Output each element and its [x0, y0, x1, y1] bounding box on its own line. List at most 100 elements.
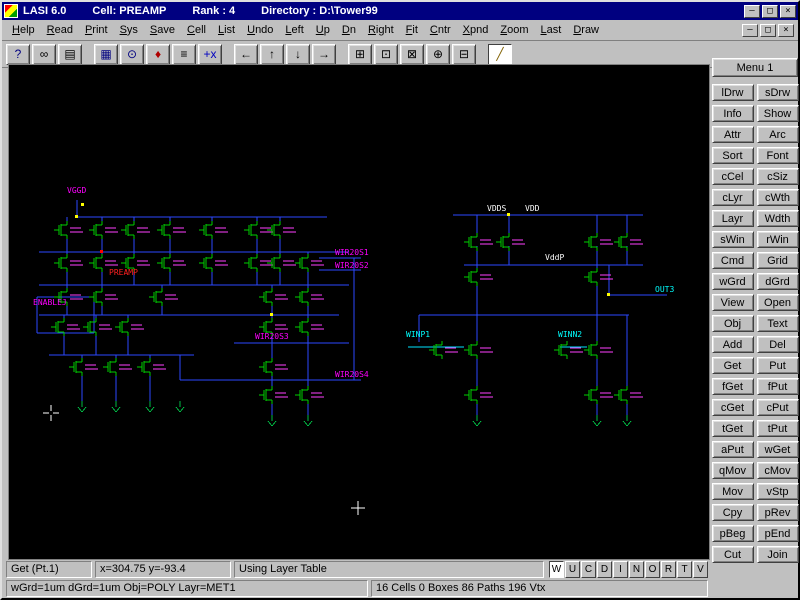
menu-xpnd[interactable]: Xpnd — [462, 24, 489, 36]
menu-sys[interactable]: Sys — [119, 24, 138, 36]
side-button-sort[interactable]: Sort — [711, 147, 754, 164]
side-button-info[interactable]: Info — [711, 105, 754, 122]
side-button-view[interactable]: View — [711, 294, 754, 311]
side-button-wgrd[interactable]: wGrd — [711, 273, 754, 290]
layer-table-icon[interactable]: ▦ — [94, 43, 118, 65]
menu-dn[interactable]: Dn — [341, 24, 356, 36]
side-button-prev[interactable]: pRev — [756, 504, 799, 521]
list-icon[interactable]: ≡ — [172, 43, 196, 65]
side-button-del[interactable]: Del — [756, 336, 799, 353]
layer-letter-d[interactable]: D — [597, 561, 612, 578]
side-button-wget[interactable]: wGet — [756, 441, 799, 458]
pan-up-icon[interactable]: ↑ — [260, 43, 284, 65]
side-button-text[interactable]: Text — [756, 315, 799, 332]
side-button-aput[interactable]: aPut — [711, 441, 754, 458]
layer-letter-o[interactable]: O — [645, 561, 660, 578]
side-button-arc[interactable]: Arc — [756, 126, 799, 143]
side-button-cget[interactable]: cGet — [711, 399, 754, 416]
child-close-button[interactable]: × — [778, 23, 794, 37]
menu-cell[interactable]: Cell — [187, 24, 206, 36]
menu-up[interactable]: Up — [315, 24, 330, 36]
side-button-swin[interactable]: sWin — [711, 231, 754, 248]
side-button-cmov[interactable]: cMov — [756, 462, 799, 479]
side-button-obj[interactable]: Obj — [711, 315, 754, 332]
print-icon[interactable]: ▤ — [58, 43, 82, 65]
minimize-button[interactable]: – — [744, 4, 760, 18]
side-button-get[interactable]: Get — [711, 357, 754, 374]
menu-last[interactable]: Last — [540, 24, 562, 36]
binoculars-icon[interactable]: ∞ — [32, 43, 56, 65]
menu-print[interactable]: Print — [84, 24, 108, 36]
close-button[interactable]: × — [780, 4, 796, 18]
menu-save[interactable]: Save — [149, 24, 176, 36]
child-minimize-button[interactable]: – — [742, 23, 758, 37]
layer-letter-i[interactable]: I — [613, 561, 628, 578]
side-button-cpy[interactable]: Cpy — [711, 504, 754, 521]
side-button-put[interactable]: Put — [756, 357, 799, 374]
cell-x-icon[interactable]: +x — [198, 43, 222, 65]
side-button-cmd[interactable]: Cmd — [711, 252, 754, 269]
side-button-cwth[interactable]: cWth — [756, 189, 799, 206]
side-button-wdth[interactable]: Wdth — [756, 210, 799, 227]
layer-letter-c[interactable]: C — [581, 561, 596, 578]
side-button-cut[interactable]: Cut — [711, 546, 754, 563]
side-button-show[interactable]: Show — [756, 105, 799, 122]
side-button-ldrw[interactable]: lDrw — [711, 84, 754, 101]
plot-icon[interactable]: ♦ — [146, 43, 170, 65]
menu-cntr[interactable]: Cntr — [429, 24, 451, 36]
side-button-cput[interactable]: cPut — [756, 399, 799, 416]
draw-icon[interactable]: ╱ — [488, 43, 512, 65]
side-button-pbeg[interactable]: pBeg — [711, 525, 754, 542]
layer-letter-w[interactable]: W — [549, 561, 564, 578]
side-button-add[interactable]: Add — [711, 336, 754, 353]
menu-undo[interactable]: Undo — [247, 24, 274, 36]
side-button-tget[interactable]: tGet — [711, 420, 754, 437]
side-button-fput[interactable]: fPut — [756, 378, 799, 395]
side-button-qmov[interactable]: qMov — [711, 462, 754, 479]
menu-read[interactable]: Read — [46, 24, 73, 36]
zoom-window-icon[interactable]: ⊙ — [120, 43, 144, 65]
fit-icon[interactable]: ⊠ — [400, 43, 424, 65]
side-button-sdrw[interactable]: sDrw — [756, 84, 799, 101]
menu-fit[interactable]: Fit — [405, 24, 418, 36]
menu-draw[interactable]: Draw — [573, 24, 600, 36]
side-button-ccel[interactable]: cCel — [711, 168, 754, 185]
maximize-button[interactable]: □ — [762, 4, 778, 18]
zoom-out-icon[interactable]: ⊡ — [374, 43, 398, 65]
side-button-clyr[interactable]: cLyr — [711, 189, 754, 206]
child-restore-button[interactable]: □ — [760, 23, 776, 37]
side-button-tput[interactable]: tPut — [756, 420, 799, 437]
menu1-button[interactable]: Menu 1 — [712, 58, 798, 77]
side-button-join[interactable]: Join — [756, 546, 799, 563]
side-button-font[interactable]: Font — [756, 147, 799, 164]
side-button-pend[interactable]: pEnd — [756, 525, 799, 542]
side-button-layr[interactable]: Layr — [711, 210, 754, 227]
pan-right-icon[interactable]: → — [312, 43, 336, 65]
help-icon[interactable]: ? — [6, 43, 30, 65]
cntr-icon[interactable]: ⊕ — [426, 43, 450, 65]
layer-letter-u[interactable]: U — [565, 561, 580, 578]
side-button-open[interactable]: Open — [756, 294, 799, 311]
side-button-dgrd[interactable]: dGrd — [756, 273, 799, 290]
menu-zoom[interactable]: Zoom — [500, 24, 529, 36]
pan-down-icon[interactable]: ↓ — [286, 43, 310, 65]
side-button-rwin[interactable]: rWin — [756, 231, 799, 248]
side-button-mov[interactable]: Mov — [711, 483, 754, 500]
side-button-attr[interactable]: Attr — [711, 126, 754, 143]
xpnd-icon[interactable]: ⊞ — [348, 43, 372, 65]
menu-help[interactable]: Help — [12, 24, 35, 36]
menu-right[interactable]: Right — [367, 24, 394, 36]
side-button-grid[interactable]: Grid — [756, 252, 799, 269]
side-button-csiz[interactable]: cSiz — [756, 168, 799, 185]
pan-left-icon[interactable]: ← — [234, 43, 258, 65]
layer-letter-r[interactable]: R — [661, 561, 676, 578]
menu-list[interactable]: List — [217, 24, 236, 36]
side-button-vstp[interactable]: vStp — [756, 483, 799, 500]
layer-letter-t[interactable]: T — [677, 561, 692, 578]
side-button-fget[interactable]: fGet — [711, 378, 754, 395]
last-view-icon[interactable]: ⊟ — [452, 43, 476, 65]
layer-letter-n[interactable]: N — [629, 561, 644, 578]
layer-letter-v[interactable]: V — [693, 561, 708, 578]
menu-left[interactable]: Left — [285, 24, 304, 36]
